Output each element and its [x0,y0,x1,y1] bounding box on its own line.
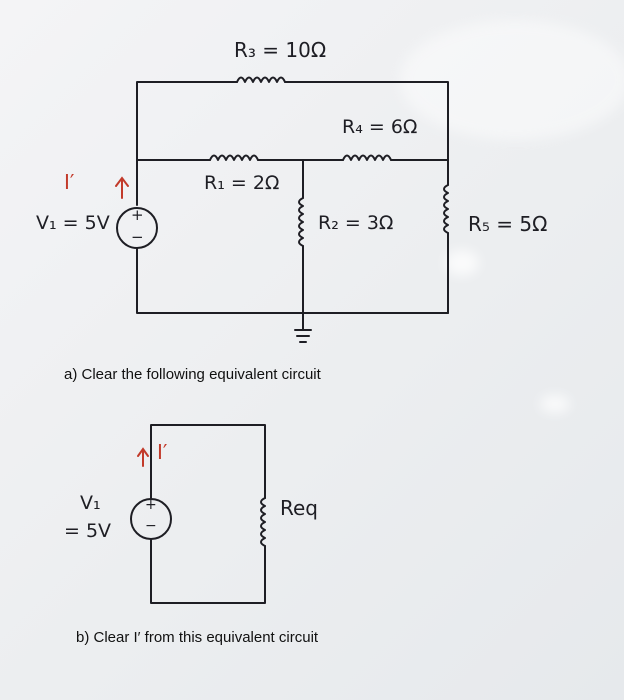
req-resistor-icon [260,497,266,547]
question-a: a) Clear the following equivalent circui… [64,366,321,383]
r4-resistor-icon [342,154,392,161]
current-label: I′ [64,170,75,194]
circuit2-v1-label-line2: = 5V [64,520,112,542]
glare-top-right [400,20,624,140]
v1-label: V₁ = 5V [36,212,110,234]
current-arrow-icon [115,176,129,199]
v1-plus-sign: + [131,206,144,224]
r1-resistor-icon [209,154,259,161]
question-b: b) Clear I′ from this equivalent circuit [76,629,319,646]
glare-spot [445,250,479,276]
ground-icon [294,312,312,343]
circuit2-left-top-wire [150,424,266,499]
circuit2-right-bottom-wire [150,539,266,604]
circuit2-current-label: I′ [157,440,168,464]
glare-right-mid [540,395,570,413]
r5-resistor-icon [443,184,449,234]
r2-label: R₂ = 3Ω [318,212,394,234]
r5-label: R₅ = 5Ω [468,212,548,236]
circuit2-minus-sign: − [145,518,157,534]
circuit2-current-arrow-icon [137,447,149,467]
circuit1-top-wire-right [284,81,449,186]
circuit2-v1-source-circle [130,498,172,540]
r3-label: R₃ = 10Ω [234,38,327,62]
r4-label: R₄ = 6Ω [342,116,418,138]
circuit2-v1-label-line1: V₁ [80,492,101,514]
v1-minus-sign: − [131,228,144,246]
circuit1-bottom-wire [136,247,449,314]
circuit1-top-wire [136,81,238,206]
r2-resistor-icon [298,197,304,247]
r1-label: R₁ = 2Ω [204,172,280,194]
circuit2-plus-sign: + [145,497,157,513]
req-label: Req [280,496,318,520]
r3-resistor-icon [236,76,286,83]
